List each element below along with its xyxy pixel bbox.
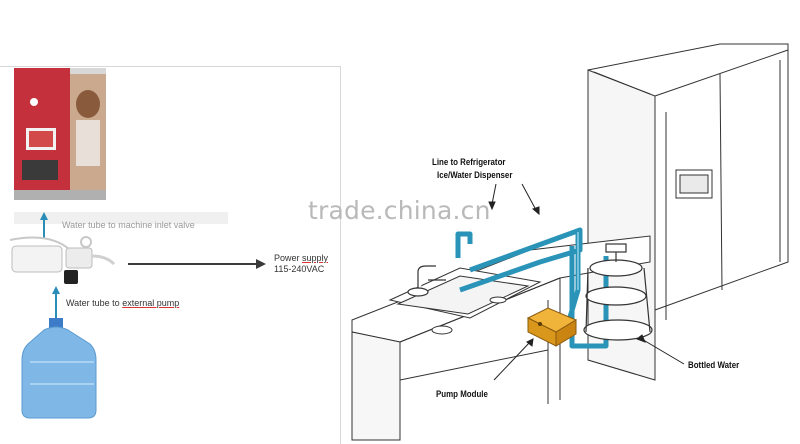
pump-device bbox=[9, 236, 116, 284]
up-arrow-to-machine bbox=[40, 212, 48, 238]
obscured-strip bbox=[14, 212, 228, 224]
callout-line-to-refrigerator: Line to Refrigerator bbox=[432, 157, 506, 167]
machine-tube-label: Water tube to machine inlet valve bbox=[62, 220, 195, 230]
watermark: trade.china.cn bbox=[308, 196, 491, 225]
external-pump-label: Water tube to external pump bbox=[66, 298, 180, 308]
vending-machine bbox=[14, 68, 106, 200]
callout-leaders bbox=[488, 183, 685, 381]
faucet bbox=[407, 265, 446, 297]
water-jug bbox=[21, 318, 97, 419]
callout-ice-water-dispenser: Ice/Water Dispenser bbox=[437, 170, 513, 180]
power-arrow bbox=[128, 259, 266, 269]
power-supply-label: Power supply bbox=[274, 253, 329, 263]
pump-module bbox=[526, 307, 578, 347]
power-voltage-label: 115-240VAC bbox=[274, 264, 325, 274]
callout-bottled-water: Bottled Water bbox=[688, 360, 740, 370]
bottle-rack bbox=[583, 243, 653, 341]
callout-pump-module: Pump Module bbox=[436, 389, 488, 399]
sink bbox=[388, 267, 542, 335]
